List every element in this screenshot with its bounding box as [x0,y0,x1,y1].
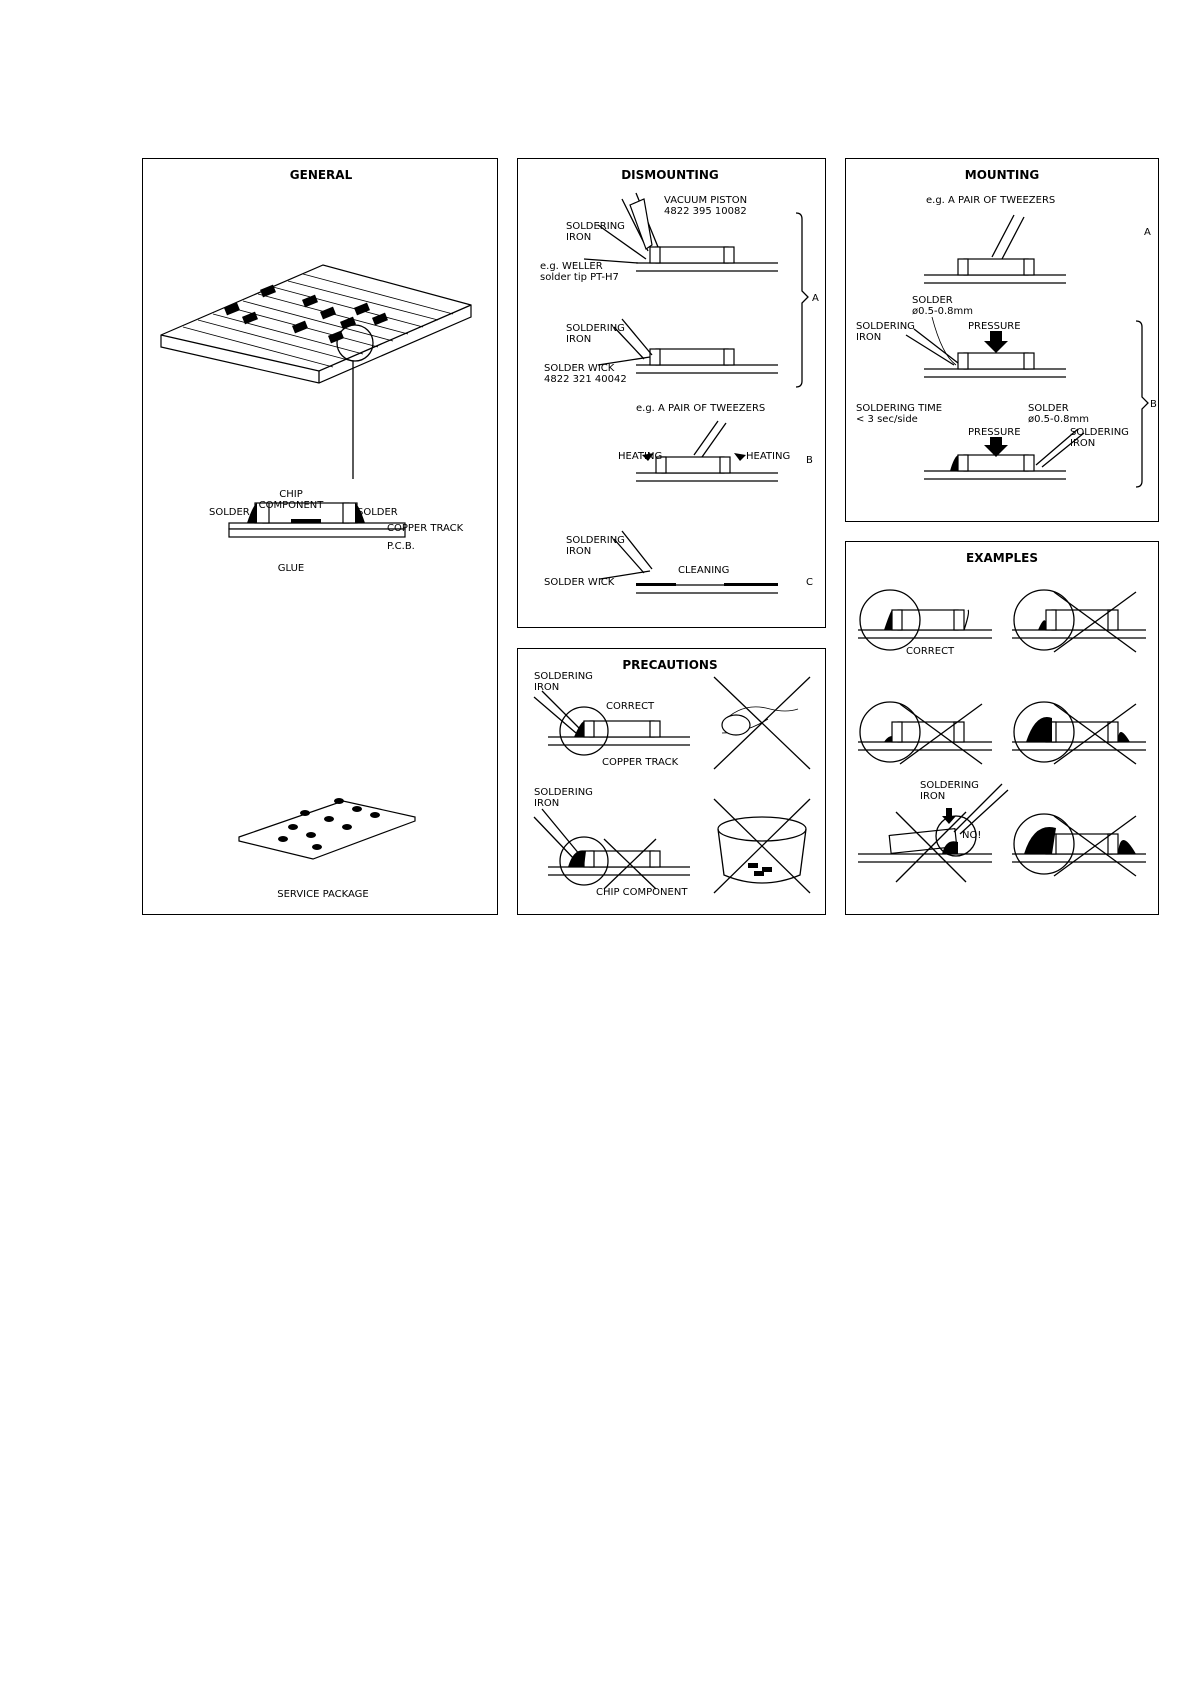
dismount-tweezers-label: e.g. A PAIR OF TWEEZERS [636,403,765,414]
dismount-b-drawing [636,420,778,482]
examples-title: EXAMPLES [966,551,1038,565]
dismounting-title: DISMOUNTING [621,168,719,182]
pcb-label: P.C.B. [387,541,415,552]
example-correct-label: CORRECT [906,646,955,657]
mount-tweezers-label: e.g. A PAIR OF TWEEZERS [926,195,1055,206]
mount-b2-drawing [924,428,1085,480]
prec-no-jar-drawing [713,798,811,894]
dismount-step-a: A [812,293,819,304]
mount-b1-drawing [905,316,1066,378]
solder-right-label: SOLDER [357,507,398,518]
dismount-c-drawing [599,530,778,594]
prec-copper-track-label: COPPER TRACK [602,757,679,768]
dismount-a1-drawing [583,192,778,272]
dismount-step-c: C [806,577,813,588]
example-wrong-4 [858,783,1009,883]
solder-left-label: SOLDER [209,507,250,518]
cleaning-label: CLEANING [678,565,729,576]
prec-correct-label: CORRECT [606,701,655,712]
example-wrong-3 [1012,701,1146,765]
glue-label: GLUE [278,563,304,574]
copper-track-label: COPPER TRACK [387,523,464,534]
service-package-label: SERVICE PACKAGE [277,889,369,900]
pressure2-label: PRESSURE [968,427,1021,438]
bracket-b [1135,320,1149,488]
example-wrong-2 [858,701,992,765]
general-drawing: GENERAL [160,168,472,900]
prec-wrong-drawing [533,808,690,890]
example-correct [858,589,992,651]
general-title: GENERAL [290,168,353,182]
mount-step-a: A [1144,227,1151,238]
mounting-panel: MOUNTING e.g. A PAIR OF TWEEZERS A SOLDE… [845,158,1159,522]
example-no-label: NO! [962,830,981,841]
dismount-a2-drawing [597,318,778,374]
general-panel: GENERAL [142,158,498,915]
prec-correct-drawing [533,690,690,756]
heating-left-label: HEATING [618,451,662,462]
pressure1-label: PRESSURE [968,321,1021,332]
mount-step-b: B [1150,399,1157,410]
example-wrong-1 [1012,589,1146,653]
dismount-step-b: B [806,455,813,466]
mounting-drawing: MOUNTING e.g. A PAIR OF TWEEZERS A SOLDE… [856,168,1157,488]
service-package-tray [238,798,416,860]
pcb-board [160,264,472,384]
example-wrong-5 [1012,813,1146,877]
bracket-a [795,212,809,388]
precautions-title: PRECAUTIONS [622,658,717,672]
detail-circle [336,324,374,362]
mount-a-drawing [924,214,1066,284]
mounting-title: MOUNTING [965,168,1039,182]
solder-wick2-label: SOLDER WICK [544,577,615,588]
heating-right-label: HEATING [746,451,790,462]
prec-no-hand-drawing [713,676,811,770]
soldering-time-label: SOLDERING TIME< 3 sec/side [856,403,942,425]
chip-cross-section [228,502,406,538]
prec-chip-component-label: CHIP COMPONENT [596,887,688,898]
